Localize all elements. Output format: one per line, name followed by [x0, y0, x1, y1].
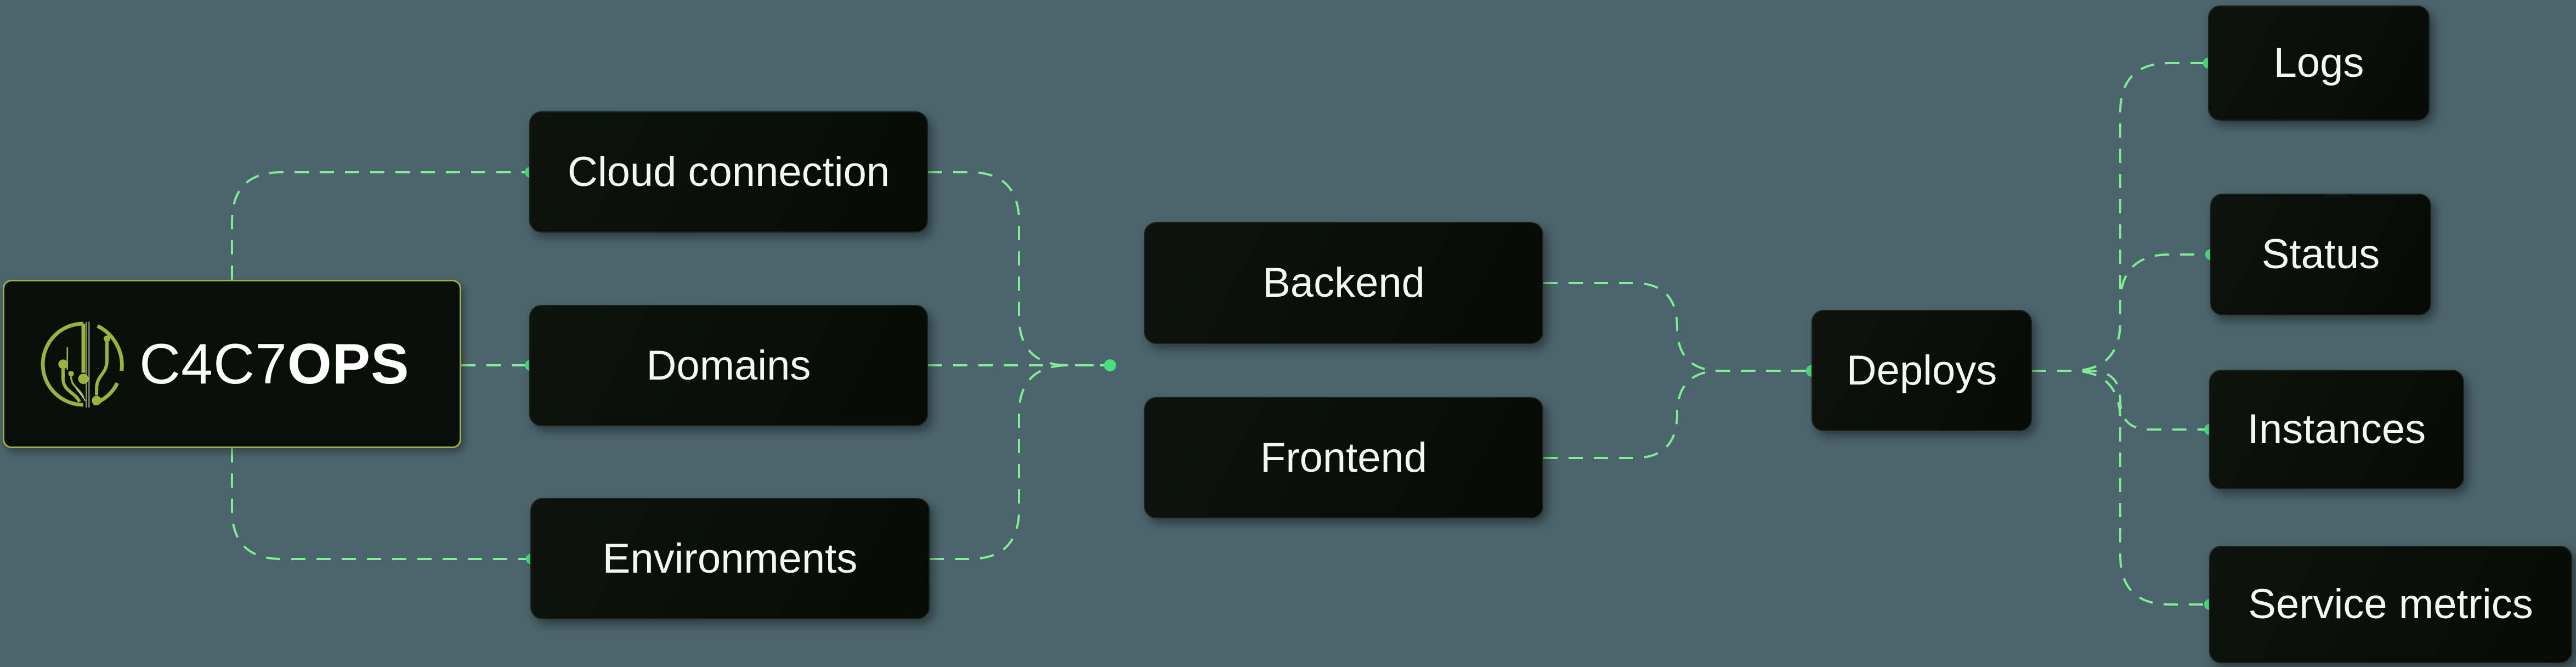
node-domains[interactable]: Domains	[529, 305, 928, 426]
node-deploys[interactable]: Deploys	[1811, 310, 2032, 431]
edge-logo-cloud-connection	[231, 171, 529, 280]
node-domains-label: Domains	[646, 342, 811, 389]
node-instances[interactable]: Instances	[2209, 370, 2464, 489]
node-status-label: Status	[2261, 231, 2380, 278]
handle-dot-merge-junction	[1104, 359, 1116, 371]
node-cloud-connection-label: Cloud connection	[567, 148, 890, 195]
brand-wordmark-light: C4C7	[139, 332, 287, 396]
node-environments-label: Environments	[602, 535, 858, 582]
edge-cloud-connection-junction	[928, 171, 1106, 366]
node-frontend-label: Frontend	[1260, 434, 1428, 481]
edge-frontend-deploys	[1543, 370, 1808, 459]
edge-deploys-logs	[2032, 62, 2205, 372]
edge-deploys-status	[2032, 253, 2207, 372]
node-instances-label: Instances	[2247, 406, 2426, 453]
node-logs-label: Logs	[2273, 39, 2364, 86]
edge-logo-environments	[231, 448, 530, 560]
node-deploys-label: Deploys	[1846, 347, 1997, 394]
node-frontend[interactable]: Frontend	[1144, 397, 1543, 518]
edge-backend-deploys	[1543, 282, 1808, 372]
node-logs[interactable]: Logs	[2208, 5, 2430, 121]
brand-wordmark-bold: OPS	[287, 332, 410, 396]
node-service-metrics-label: Service metrics	[2248, 581, 2533, 628]
node-environments[interactable]: Environments	[530, 498, 930, 619]
node-cloud-connection[interactable]: Cloud connection	[529, 111, 928, 233]
node-service-metrics[interactable]: Service metrics	[2209, 546, 2572, 663]
edge-deploys-instances	[2032, 370, 2206, 431]
brand-circuit-icon	[41, 321, 124, 408]
edge-environments-junction	[930, 364, 1106, 560]
node-status[interactable]: Status	[2210, 194, 2431, 315]
edge-deploys-service-metrics	[2032, 370, 2206, 606]
node-backend-label: Backend	[1262, 259, 1425, 306]
node-backend[interactable]: Backend	[1144, 222, 1543, 344]
